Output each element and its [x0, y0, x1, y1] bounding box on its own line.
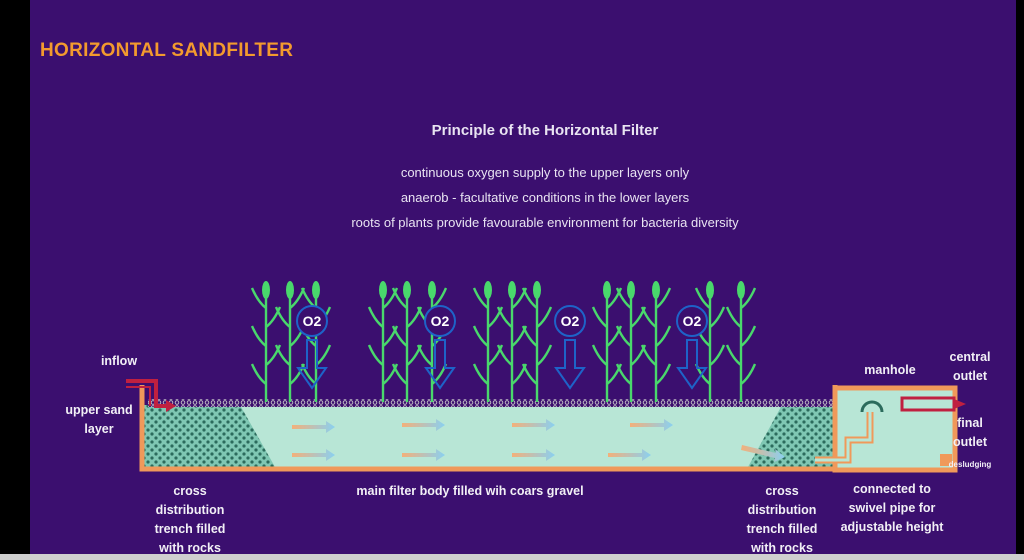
principle-line-2: anaerob - facultative conditions in the … — [400, 190, 690, 205]
plant — [640, 281, 672, 402]
oxygen-label: O2 — [431, 313, 450, 329]
plant — [496, 281, 528, 402]
plant — [521, 281, 553, 402]
trench-right — [748, 405, 835, 467]
oxygen-arrow: O2 — [676, 305, 708, 390]
label-upper-sand-layer: upper sand layer — [65, 403, 133, 436]
flow-arrows — [292, 419, 785, 462]
bottom-bar — [0, 554, 1024, 560]
oxygen-label: O2 — [561, 313, 580, 329]
label-desludging: desludging — [948, 460, 992, 469]
sand-layer — [148, 399, 838, 407]
plant — [250, 281, 282, 402]
oxygen-label: O2 — [303, 313, 322, 329]
slide-title: HORIZONTAL SANDFILTER — [40, 40, 294, 61]
label-swivel: connected to swivel pipe for adjustable … — [840, 482, 944, 534]
oxygen-arrow: O2 — [296, 305, 328, 390]
label-central-outlet: central outlet — [949, 350, 991, 383]
filter-basin — [139, 385, 838, 472]
plant — [274, 281, 306, 402]
principle-line-1: continuous oxygen supply to the upper la… — [400, 165, 690, 180]
label-manhole: manhole — [864, 363, 916, 377]
plant — [725, 281, 757, 402]
oxygen-arrow: O2 — [554, 305, 586, 390]
label-main-body: main filter body filled wih coars gravel — [356, 484, 584, 498]
plant — [694, 281, 726, 402]
label-cross-trench-left: cross distribution trench filled with ro… — [154, 484, 226, 552]
oxygen-arrows: O2 O2 O2 O2 — [296, 305, 708, 390]
oxygen-arrow: O2 — [424, 305, 456, 390]
plant — [391, 281, 423, 402]
inflow-pipe — [126, 379, 176, 412]
plant — [367, 281, 399, 402]
oxygen-label: O2 — [683, 313, 702, 329]
principle-line-3: roots of plants provide favourable envir… — [351, 215, 739, 230]
manhole — [815, 385, 966, 473]
plants — [250, 281, 757, 402]
label-final-outlet: final outlet — [952, 416, 988, 449]
plant — [615, 281, 647, 402]
principle-title: Principle of the Horizontal Filter — [431, 122, 659, 139]
filter-diagram: O2 O2 O2 O2 — [126, 281, 966, 473]
trench-left — [140, 405, 275, 467]
plant — [472, 281, 504, 402]
slide: HORIZONTAL SANDFILTER Principle of the H… — [30, 0, 1016, 560]
label-inflow: inflow — [100, 354, 138, 368]
label-cross-trench-right: cross distribution trench filled with ro… — [746, 484, 818, 552]
plant — [591, 281, 623, 402]
